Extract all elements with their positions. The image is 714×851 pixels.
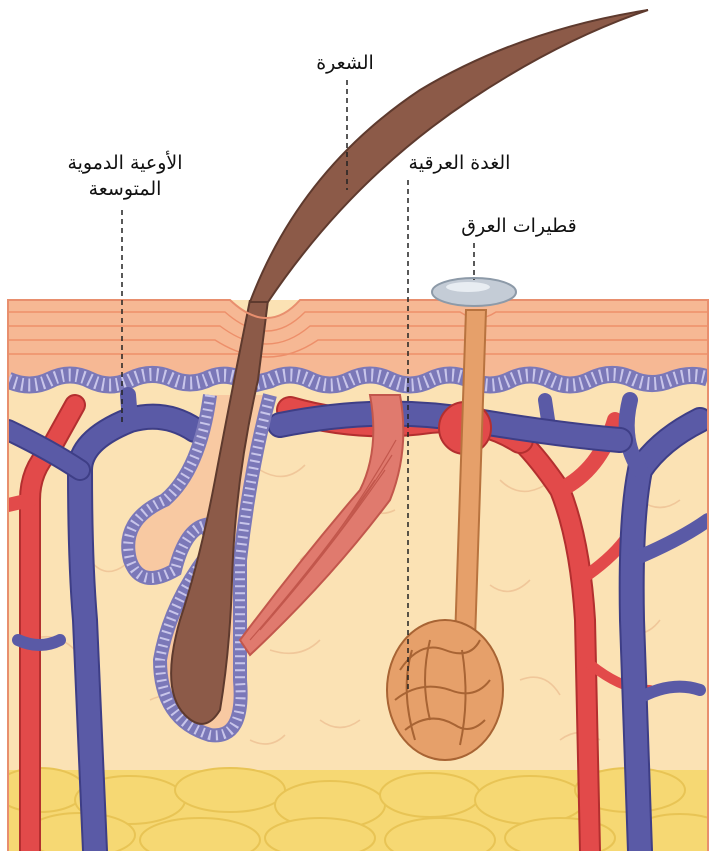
epidermis-layer (8, 300, 708, 385)
sweat-gland-coil (386, 619, 504, 761)
dilated-vessels-label-line1: الأوعية الدموية (67, 152, 183, 174)
sweat-droplet-label: قطيرات العرق (461, 215, 577, 237)
arrector-pili-muscle (238, 394, 405, 657)
left-blood-vessels (8, 387, 208, 851)
sweat-gland-label: الغدة العرقية (408, 152, 511, 174)
leader-lines (121, 80, 475, 690)
hair-label: الشعرة (316, 52, 374, 74)
hair-shaft (248, 9, 649, 303)
skin-block (8, 300, 708, 851)
basal-layer (8, 366, 708, 395)
hair-root (170, 300, 270, 725)
dilated-vessels-label: الأوعية الدموية المتوسعة (40, 150, 210, 202)
dilated-vessels-label-line2: المتوسعة (88, 178, 162, 200)
